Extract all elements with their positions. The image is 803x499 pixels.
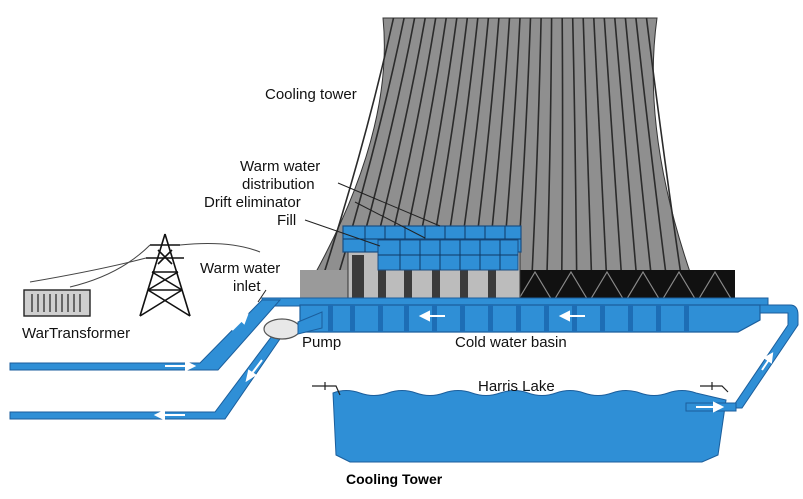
inlet-arrows bbox=[165, 313, 249, 372]
tower-rib bbox=[624, 17, 655, 301]
tower-base-left bbox=[300, 270, 350, 302]
tower-base-black bbox=[517, 270, 735, 302]
tower-rib bbox=[330, 17, 405, 301]
tower-rib bbox=[582, 17, 594, 301]
lake-return-arrows bbox=[761, 352, 774, 371]
tower-rib bbox=[314, 17, 395, 301]
tower-rib bbox=[593, 17, 609, 301]
label-cooling-tower: Cooling tower bbox=[265, 86, 357, 103]
tower-rib bbox=[545, 17, 553, 301]
power-lines bbox=[29, 243, 261, 288]
lake-return-pipe bbox=[731, 304, 799, 409]
warm-water-inlet-pipe bbox=[9, 299, 282, 371]
pump bbox=[263, 318, 301, 340]
transmission-tower-icon bbox=[139, 233, 191, 317]
fill-columns bbox=[352, 255, 496, 302]
basin-columns bbox=[328, 305, 689, 332]
tower-rib bbox=[530, 17, 542, 301]
diagram-caption: Cooling Tower bbox=[346, 471, 443, 487]
leader-lines bbox=[257, 182, 441, 303]
tower-rib bbox=[603, 17, 624, 301]
tower-rib bbox=[560, 17, 564, 301]
transformer-icon bbox=[23, 289, 91, 317]
lake-banks bbox=[312, 382, 729, 396]
tower-rib bbox=[614, 17, 640, 301]
return-arrows bbox=[153, 359, 263, 421]
tower-rib bbox=[645, 17, 686, 301]
label-cold-water-basin: Cold water basin bbox=[455, 334, 567, 351]
fill-panel-grid bbox=[378, 240, 518, 270]
label-transformer: WarTransformer bbox=[22, 325, 130, 342]
label-warm-water-inlet-1: Warm water bbox=[200, 260, 280, 277]
label-warm-water-inlet-2: inlet bbox=[233, 278, 261, 295]
return-pipe bbox=[9, 335, 283, 420]
basin-flow-arrows bbox=[418, 310, 585, 322]
label-fill: Fill bbox=[277, 212, 296, 229]
label-warm-water-distribution-1: Warm water bbox=[240, 158, 320, 175]
tower-rib bbox=[635, 17, 670, 301]
label-drift-eliminator: Drift eliminator bbox=[204, 194, 301, 211]
label-warm-water-distribution-2: distribution bbox=[242, 176, 315, 193]
pump-connector bbox=[297, 311, 323, 335]
cold-water-basin bbox=[299, 304, 761, 333]
label-harris-lake: Harris Lake bbox=[478, 378, 555, 395]
harris-lake bbox=[332, 390, 727, 463]
label-pump: Pump bbox=[302, 334, 341, 351]
tower-rib bbox=[571, 17, 578, 301]
lake-outlet-arrow bbox=[696, 401, 725, 413]
